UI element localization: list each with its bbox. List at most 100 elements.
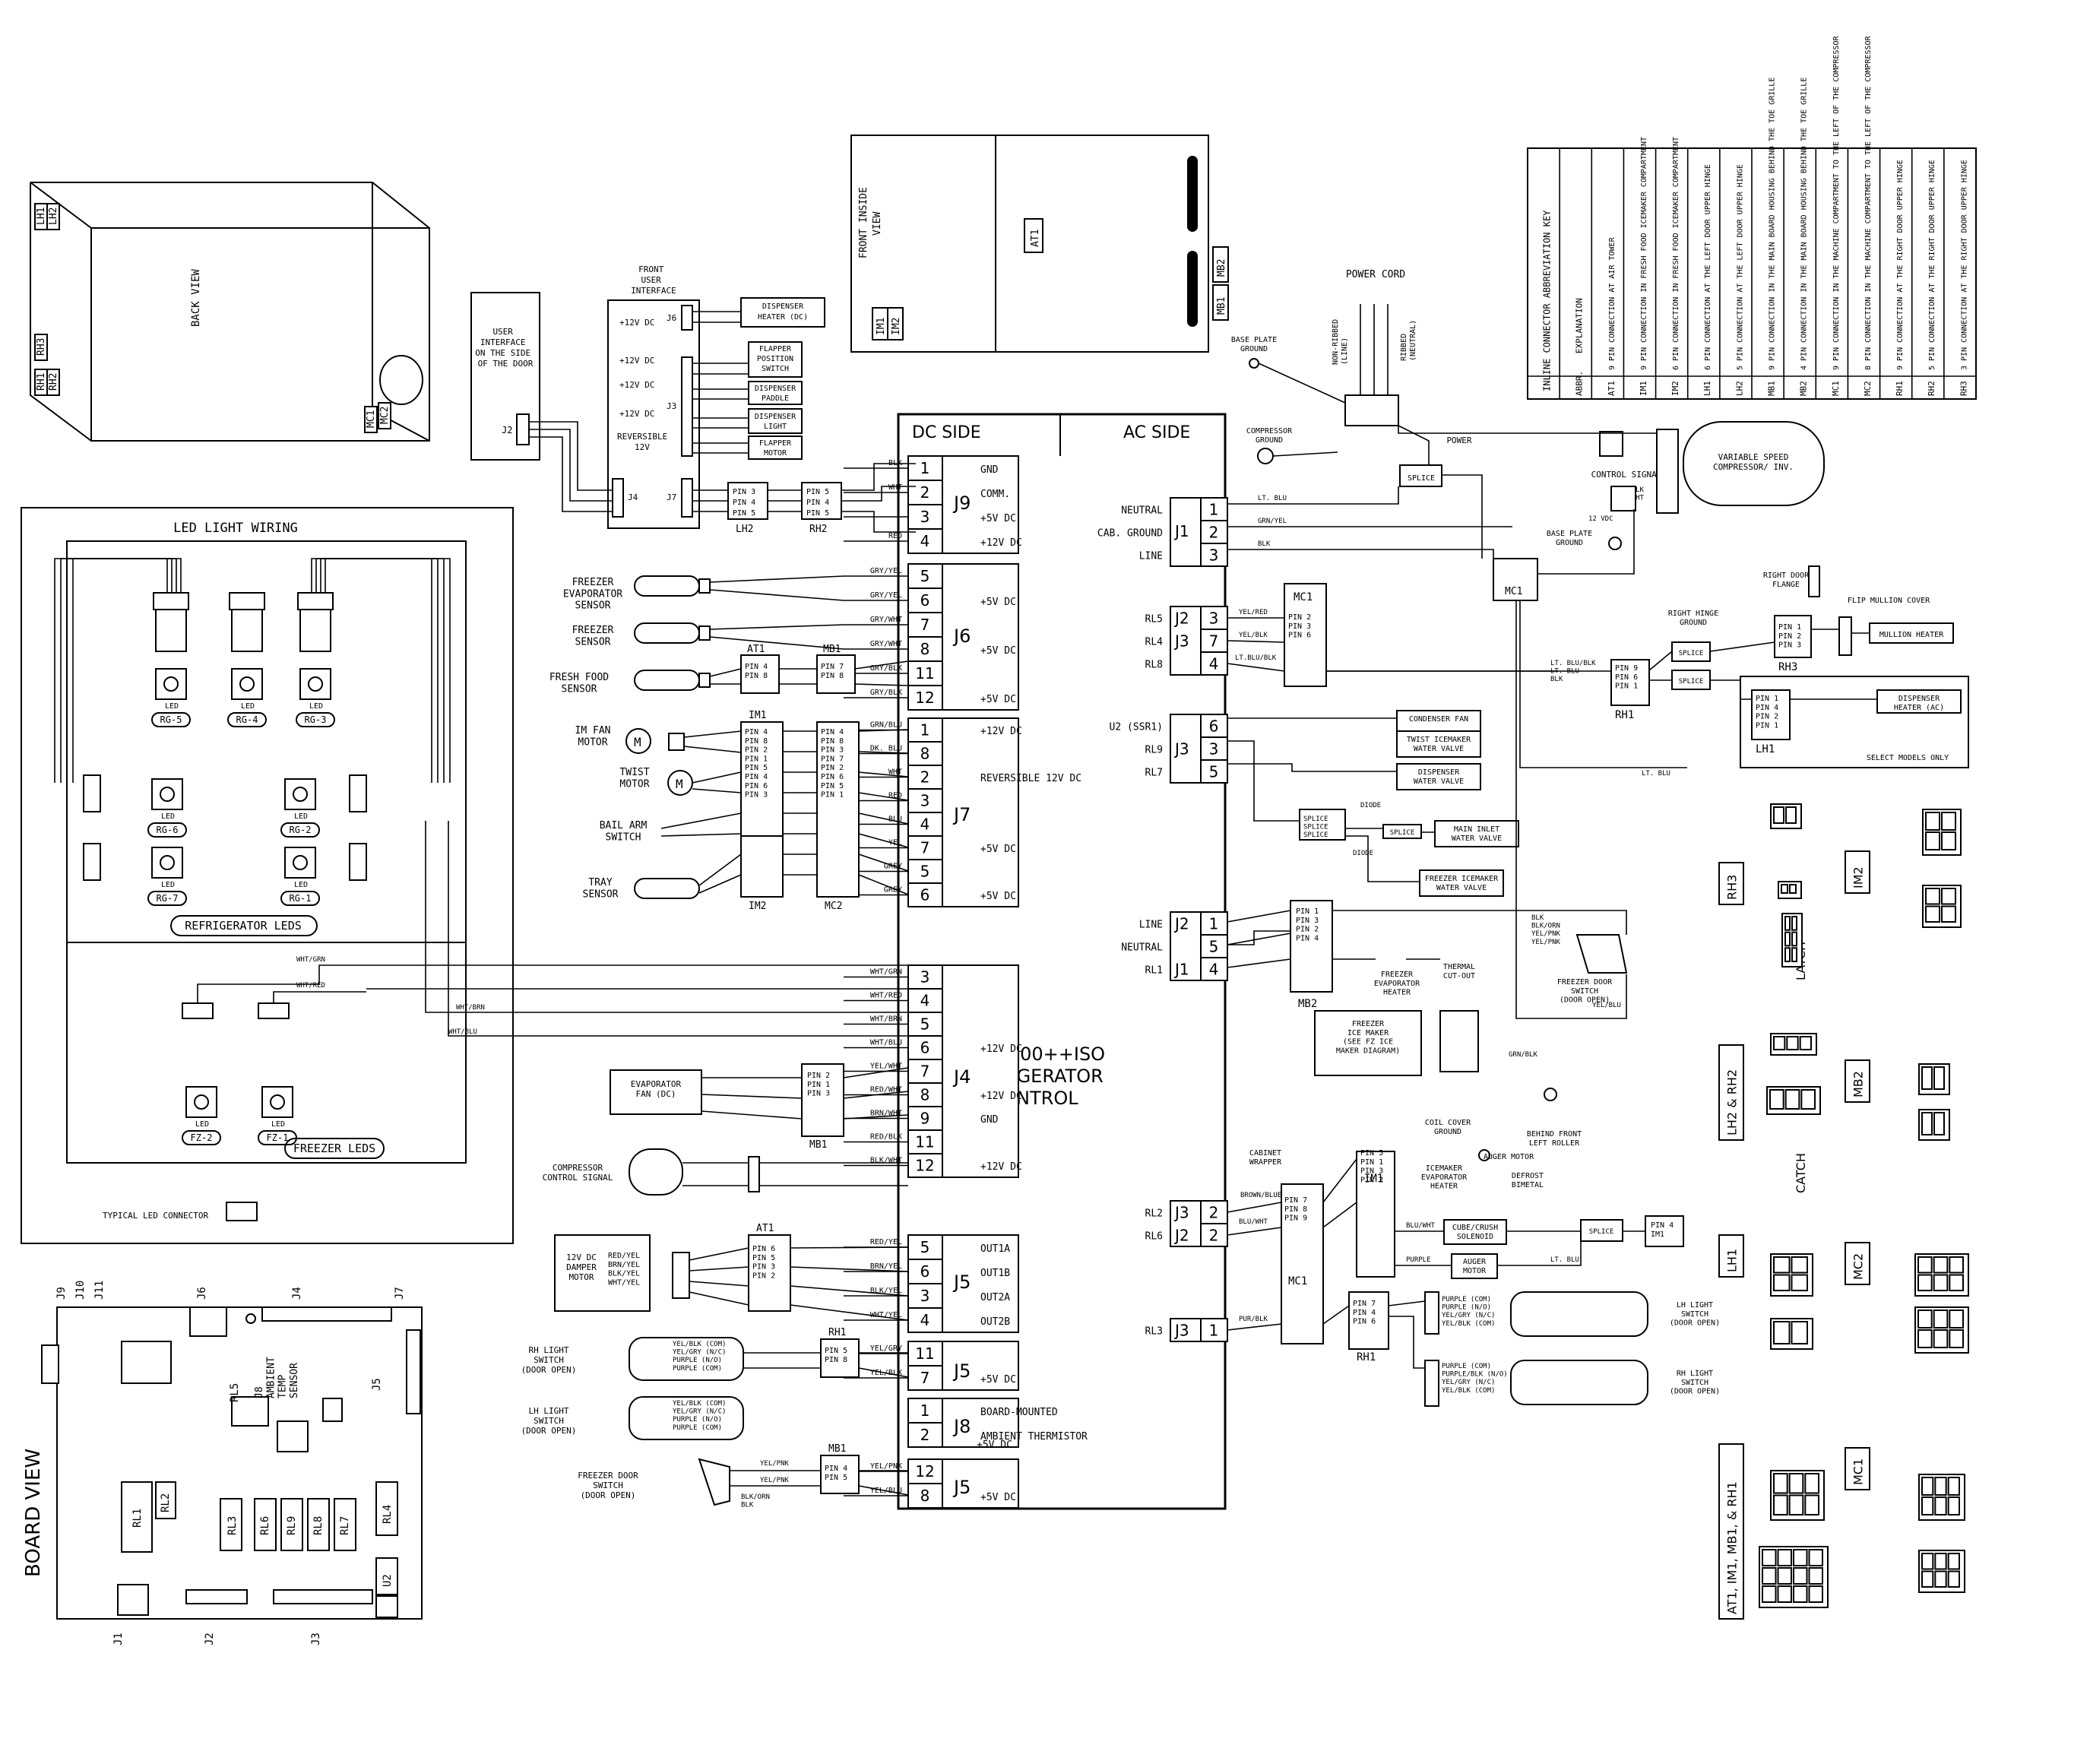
connector-name: J5 [952, 1360, 971, 1382]
connector-name: J4 [952, 1066, 971, 1088]
wire [858, 751, 909, 754]
auger-icon [1478, 1149, 1490, 1161]
ac-pin-number: 1 [1209, 501, 1219, 519]
wire-color: RED/WHT [870, 1086, 902, 1094]
wire-color: YEL/BLU [1592, 1002, 1621, 1009]
wire-color: WHT/BRN [870, 1015, 902, 1024]
ac-pin-cell [1200, 1200, 1228, 1224]
wire [1227, 958, 1291, 968]
led-icon [194, 1094, 209, 1110]
led-icon [293, 855, 308, 870]
wire [790, 1246, 909, 1249]
wire [709, 668, 742, 677]
led-id-rg7: RG-7 [157, 893, 179, 904]
key-head-abbr: ABBR. [1575, 371, 1585, 396]
connector-name: J6 [952, 625, 971, 647]
board-relay-RL3: RL3 [226, 1516, 239, 1535]
led-wire-tag [155, 609, 187, 652]
board-header-J7: J7 [394, 1287, 406, 1300]
pin-cavity [1784, 947, 1791, 963]
at1-block [740, 654, 780, 694]
ac-pin-label: LINE [1139, 550, 1163, 562]
tag-mc1: MC1 [366, 410, 377, 428]
ac-pin-cell [1200, 736, 1228, 761]
pin-cell [907, 1082, 943, 1107]
pin-cell [907, 528, 943, 554]
ac-connector-name: J2 [1173, 610, 1189, 628]
view-mc1: MC1 [1851, 1458, 1865, 1485]
board-relay-RL4: RL4 [382, 1505, 394, 1524]
view-frame [1718, 1443, 1744, 1620]
wire [698, 853, 742, 886]
mc1-ac-tag: MC1 [1288, 1275, 1307, 1287]
pin-number: 5 [920, 1238, 930, 1256]
ground-icon [1608, 537, 1622, 550]
wire-color: GRN/BLK [1509, 1051, 1538, 1059]
wire [1442, 474, 1483, 559]
pin-cavity [1777, 1567, 1792, 1585]
ac-connector-name: J1 [1173, 522, 1189, 540]
pin-label-strip [942, 563, 1019, 711]
key-expl-RH1: 9 PIN CONNECTION AT THE RIGHT DOOR UPPER… [1896, 160, 1905, 370]
ac-pin-cell [1200, 714, 1228, 738]
pin-cavity [1777, 1585, 1792, 1603]
pin-number: 6 [920, 885, 930, 904]
wire-color: WHT [888, 768, 902, 777]
lh-switch-wires: YEL/BLK (COM)YEL/GRY (N/C)PURPLE (N/O)PU… [673, 1400, 726, 1432]
wire [1227, 549, 1494, 559]
pin-number: 1 [920, 1401, 930, 1420]
board-relay-RL1: RL1 [131, 1509, 144, 1528]
lh-switch-body [629, 1396, 744, 1440]
pin-number: 3 [920, 508, 930, 526]
led-text: LED [161, 812, 175, 821]
compressor-body [1683, 421, 1825, 506]
rh3-block [1774, 615, 1812, 658]
led-text: LED [294, 812, 308, 821]
led-connector [182, 1002, 214, 1019]
pin-cavity [1781, 884, 1788, 894]
wire [854, 660, 909, 670]
pin-cavity [1791, 1321, 1808, 1344]
mc1-ac-block [1281, 1183, 1324, 1344]
pin-label: GND [980, 1114, 999, 1126]
pin-cell [907, 455, 943, 481]
pin-label: OUT2B [980, 1316, 1010, 1328]
front-user-interface: FRONT USER INTERFACE +12V DC +12V DC +12… [529, 264, 916, 535]
flip-label: FLIP MULLION COVER [1848, 597, 1930, 605]
wire [689, 1291, 749, 1306]
ambient-sensor-label: J8AMBIENTTEMPSENSOR [254, 1357, 300, 1398]
view-frame [1845, 1242, 1870, 1285]
view-frame [1845, 1059, 1870, 1103]
board-header-J3: J3 [310, 1633, 322, 1645]
wire-color: RED/BLK [870, 1133, 902, 1142]
led-id-top-0: RG-5 [160, 714, 182, 725]
splice-3 [1580, 1219, 1623, 1242]
wire [1322, 1305, 1350, 1325]
motor-letter: M [634, 735, 641, 749]
im1-ac-tag: IM1 [1364, 1173, 1383, 1185]
front-ui-j7: J7 [667, 492, 676, 502]
led-id-oval [147, 822, 187, 838]
led-mount [284, 778, 316, 810]
pin-cavity [1947, 1477, 1961, 1496]
led-id-top-1: RG-4 [236, 714, 258, 725]
wire [858, 1367, 909, 1378]
pin-cavity [1793, 1585, 1808, 1603]
mb2-tag: MB2 [1298, 998, 1317, 1010]
wire [1332, 910, 1627, 935]
wire [1227, 1323, 1282, 1331]
rh1-right-tag: RH1 [1615, 709, 1634, 721]
